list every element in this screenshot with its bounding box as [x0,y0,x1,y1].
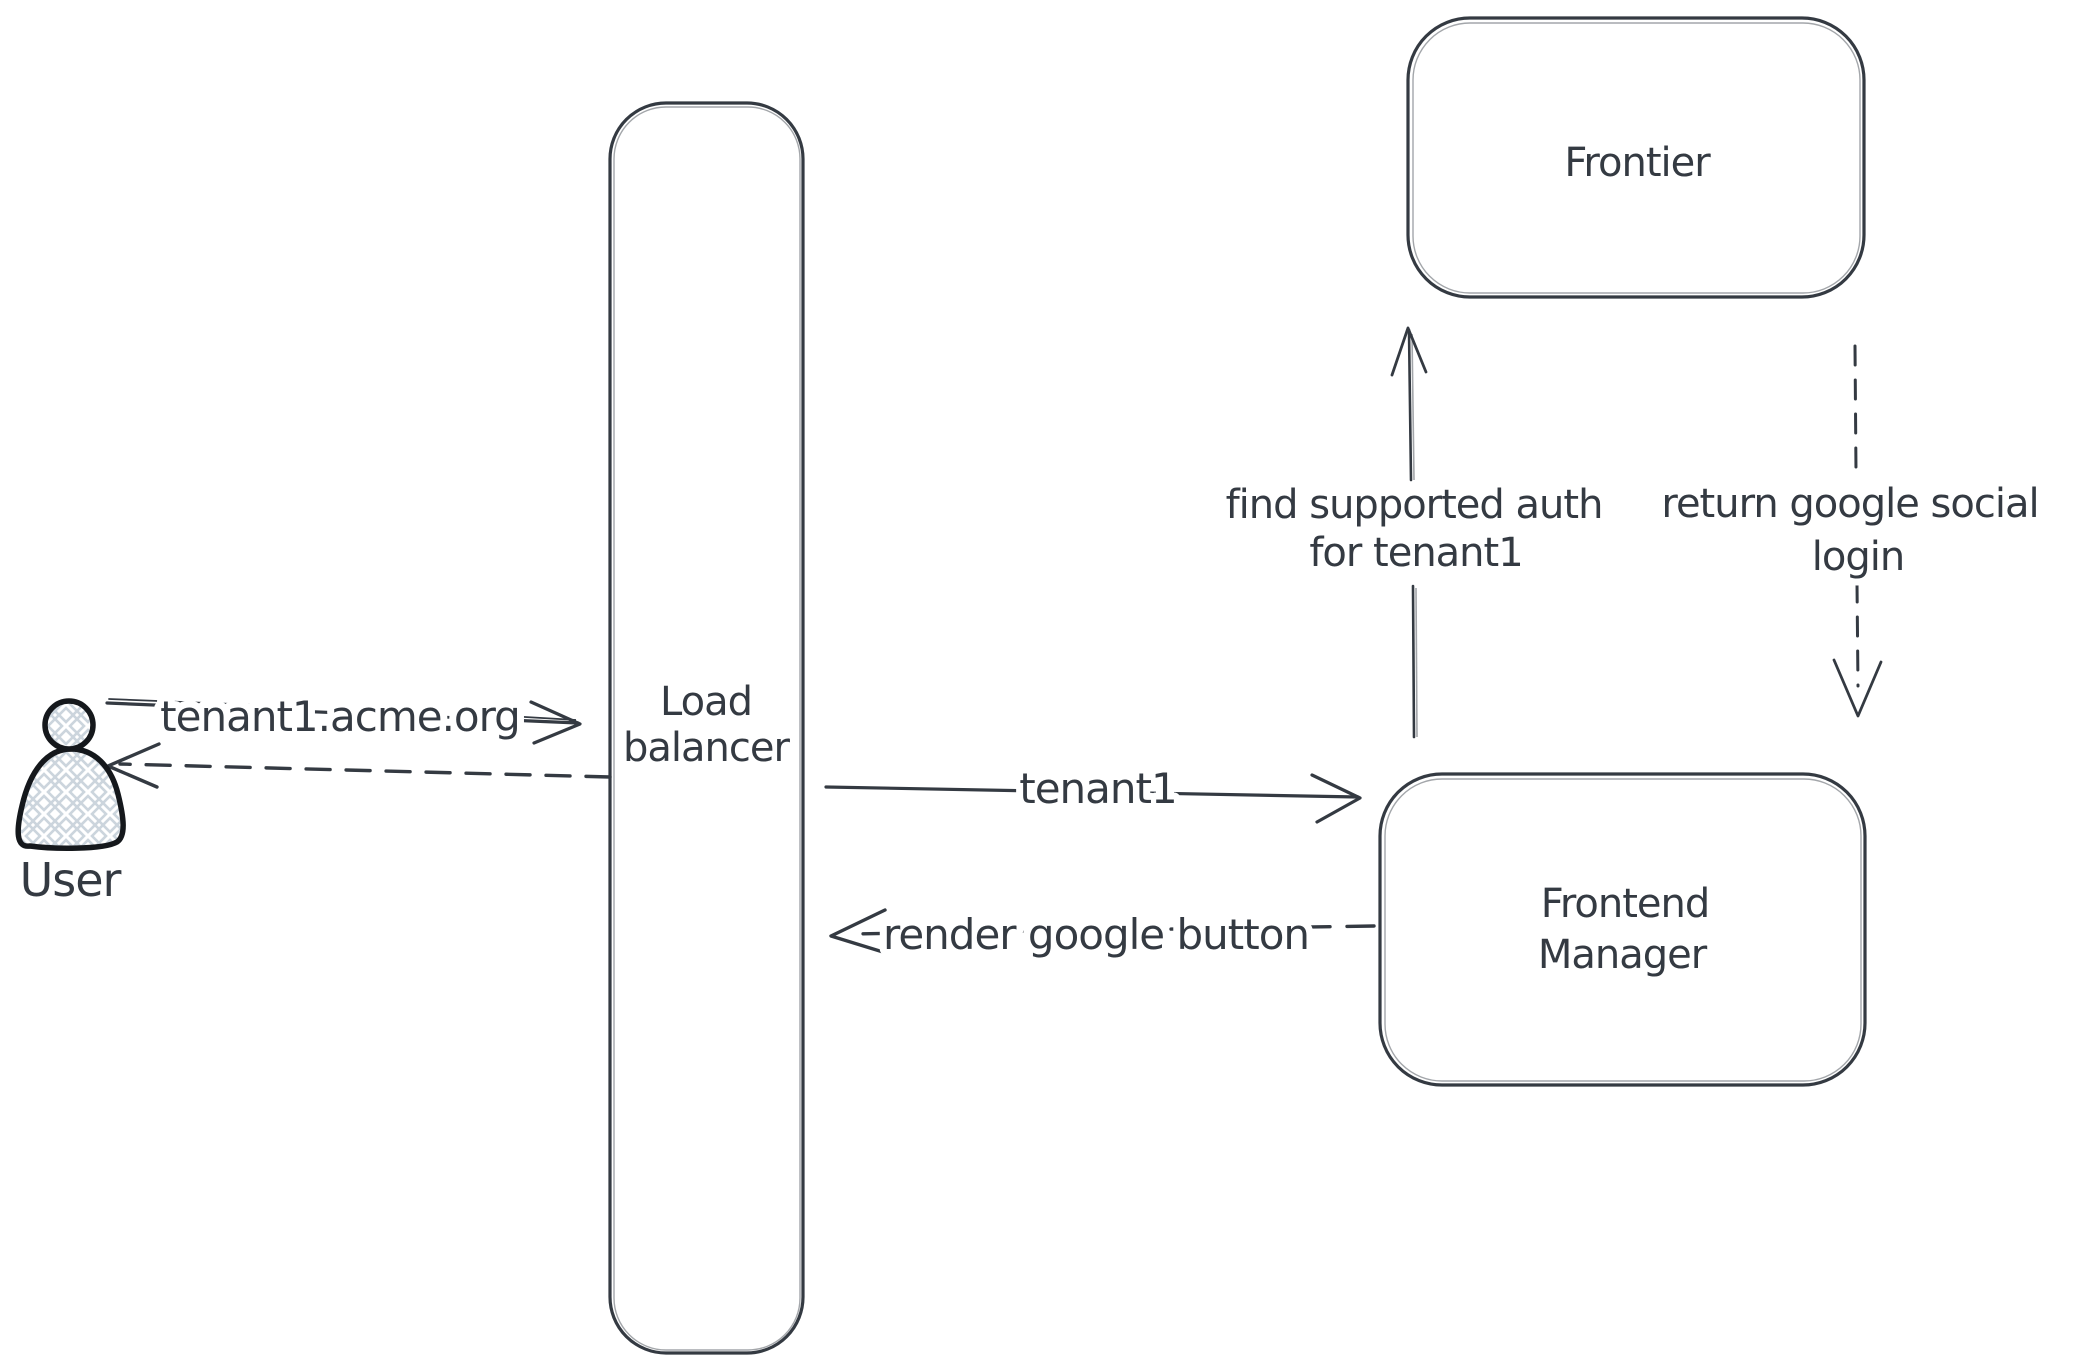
arrow-return-login-label-line2: login [1812,534,1904,580]
frontend-manager-label-line2: Manager [1538,932,1708,978]
arrow-find-auth-label-line1: find supported auth [1226,482,1603,528]
frontend-manager-label-line1: Frontend [1541,881,1710,927]
arrow-load-balancer-to-user-line [118,762,612,779]
person-icon [15,698,126,851]
load-balancer-box [608,101,805,1355]
arrow-find-auth-line-lower-echo [1415,587,1418,738]
node-frontier: Frontier [1406,16,1866,299]
arrow-render-google-label: render google button [883,910,1309,959]
arrowhead-down-icon [1832,658,1883,718]
frontend-manager-box-sketch-echo [1384,778,1862,1082]
node-load-balancer: Load balancer [608,101,805,1355]
arrow-user-to-load-balancer-overdraw [108,698,259,706]
person-body [15,746,126,851]
arrow-return-login-line-lower [1855,581,1860,688]
arrow-tenant1-line [824,785,1360,799]
frontier-box [1406,16,1866,299]
arrowhead-overdraw [507,715,577,721]
arrow-frontend-manager-to-frontier: find supported auth for tenant1 [1219,326,1610,739]
load-balancer-label-line1: Load [660,679,752,725]
frontier-box-sketch-echo [1412,22,1861,294]
arrow-frontier-to-frontend-manager: return google social login [1654,344,2047,718]
arrowhead-left-icon [829,908,887,954]
arrow-find-auth-line-upper [1407,328,1413,482]
arrow-load-balancer-to-frontend-manager: tenant1 [824,757,1362,824]
arrowhead-right-icon [1310,773,1362,824]
arrow-find-auth-line-lower [1411,584,1416,739]
arrow-tenant1-label: tenant1 [1019,764,1176,813]
load-balancer-box-sketch-echo [613,106,801,1351]
user-label: User [20,853,122,907]
node-frontend-manager: Frontend Manager [1378,772,1867,1087]
arrow-user-to-load-balancer: tenant1.acme.org [105,685,582,748]
arrow-frontend-manager-to-load-balancer: render google button [829,903,1376,966]
frontend-manager-box [1378,772,1867,1087]
arrow-find-auth-line-upper-echo [1411,333,1415,481]
arrow-user-to-load-balancer-line [105,701,580,725]
arrowhead-right-icon [529,700,582,745]
arrow-find-auth-label-line2: for tenant1 [1309,530,1522,576]
arrow-return-login-line-upper [1853,344,1858,474]
frontier-label: Frontier [1564,140,1711,186]
arrow-load-balancer-to-user [106,742,612,789]
arrow-render-google-line [846,924,1376,936]
arrowhead-up-icon [1390,326,1428,377]
load-balancer-label-line2: balancer [623,725,790,771]
actor-user: User [15,698,126,907]
arrow-return-login-label-line1: return google social [1661,481,2038,527]
person-head [42,698,96,752]
arrow-user-to-load-balancer-label: tenant1.acme.org [160,692,520,741]
